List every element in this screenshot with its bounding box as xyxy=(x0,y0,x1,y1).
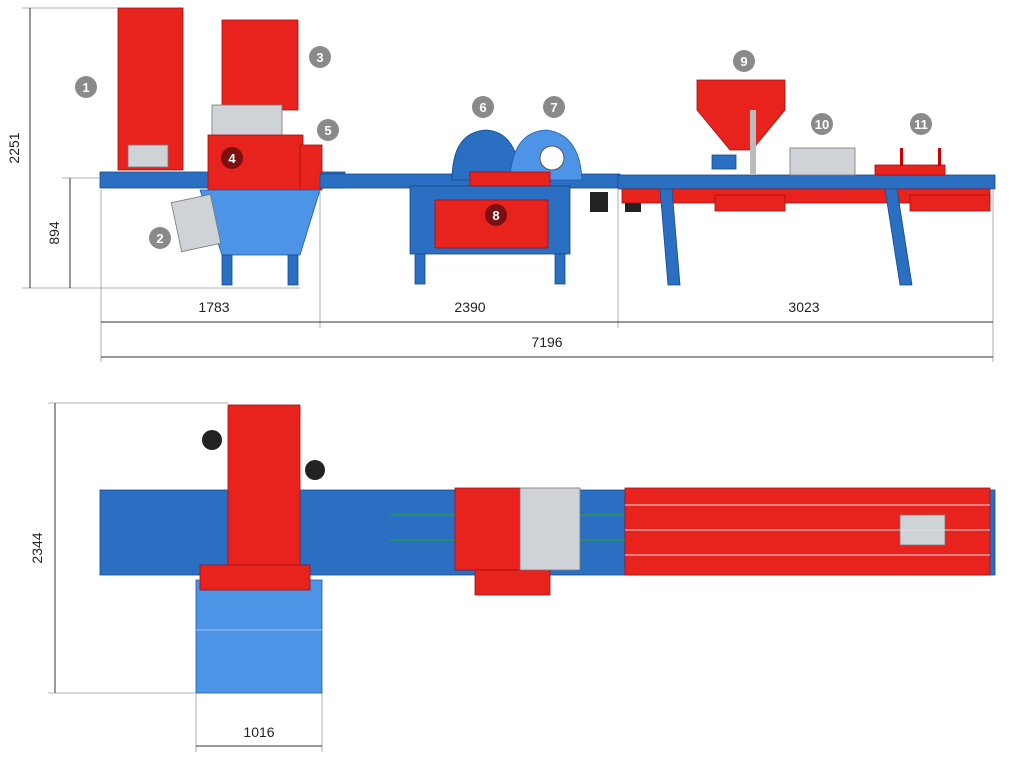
svg-text:6: 6 xyxy=(479,100,486,115)
frame xyxy=(900,148,903,166)
unit-11 xyxy=(874,164,946,176)
callout-3: 3 xyxy=(309,46,331,68)
dim-section-3: 3023 xyxy=(788,299,819,315)
wheel xyxy=(202,430,222,450)
dimension-lines xyxy=(22,7,994,362)
leg xyxy=(221,254,233,286)
red-block xyxy=(714,194,786,212)
unit-10 xyxy=(789,147,856,176)
dim-total-length: 7196 xyxy=(531,334,562,350)
frame xyxy=(938,148,941,166)
callout-7: 7 xyxy=(543,96,565,118)
red-bar xyxy=(469,171,551,187)
callout-8: 8 xyxy=(485,204,507,226)
callout-9: 9 xyxy=(733,50,755,72)
section-3-rail xyxy=(617,174,996,190)
callout-4: 4 xyxy=(221,147,243,169)
svg-text:7: 7 xyxy=(550,100,557,115)
hopper-9 xyxy=(696,79,786,151)
dim-section-2: 2390 xyxy=(454,299,485,315)
svg-text:8: 8 xyxy=(492,208,499,223)
unit-5 xyxy=(299,144,323,191)
top-view: 2344 1016 xyxy=(29,402,996,752)
side-view: 1 2 3 4 5 6 7 8 9 10 11 2251 894 1783 23… xyxy=(6,7,996,362)
svg-text:5: 5 xyxy=(324,123,331,138)
dim-hopper-width: 1016 xyxy=(243,724,274,740)
svg-text:9: 9 xyxy=(740,54,747,69)
funnel xyxy=(199,189,321,256)
callout-5: 5 xyxy=(317,119,339,141)
callout-6: 6 xyxy=(472,96,494,118)
electrical-cabinet-2 xyxy=(170,193,222,253)
conveyor-window xyxy=(127,144,169,168)
svg-text:4: 4 xyxy=(228,151,236,166)
infeed-conveyor-1 xyxy=(117,7,184,171)
svg-text:2: 2 xyxy=(156,231,163,246)
callout-10: 10 xyxy=(811,113,833,135)
dim-total-height: 2251 xyxy=(6,132,22,163)
motor xyxy=(590,192,608,212)
rails xyxy=(390,504,990,556)
dim-section-1: 1783 xyxy=(198,299,229,315)
callout-2: 2 xyxy=(149,227,171,249)
top-hopper xyxy=(195,579,323,694)
hopper-3 xyxy=(221,19,299,111)
leg xyxy=(659,188,681,286)
control-panel xyxy=(211,104,283,138)
top-red-frame xyxy=(199,564,311,591)
callout-11: 11 xyxy=(910,113,932,135)
svg-text:1: 1 xyxy=(82,80,89,95)
svg-text:10: 10 xyxy=(815,117,829,132)
top-unit-8 xyxy=(454,487,521,571)
leg xyxy=(287,254,299,286)
top-dimension-lines xyxy=(48,402,323,752)
top-unit-7 xyxy=(519,487,581,571)
callout-1: 1 xyxy=(75,76,97,98)
leg xyxy=(414,253,426,285)
wheel xyxy=(305,460,325,480)
top-red-panel xyxy=(474,569,551,596)
top-unit-1-3 xyxy=(227,404,301,581)
dim-conveyor-height: 894 xyxy=(46,221,62,245)
svg-text:11: 11 xyxy=(914,117,928,132)
leg xyxy=(554,253,566,285)
red-block xyxy=(909,194,991,212)
roll xyxy=(539,145,565,171)
leg xyxy=(884,188,913,286)
doser xyxy=(711,154,737,170)
post xyxy=(750,110,756,175)
dim-total-width: 2344 xyxy=(29,532,45,563)
svg-text:3: 3 xyxy=(316,50,323,65)
